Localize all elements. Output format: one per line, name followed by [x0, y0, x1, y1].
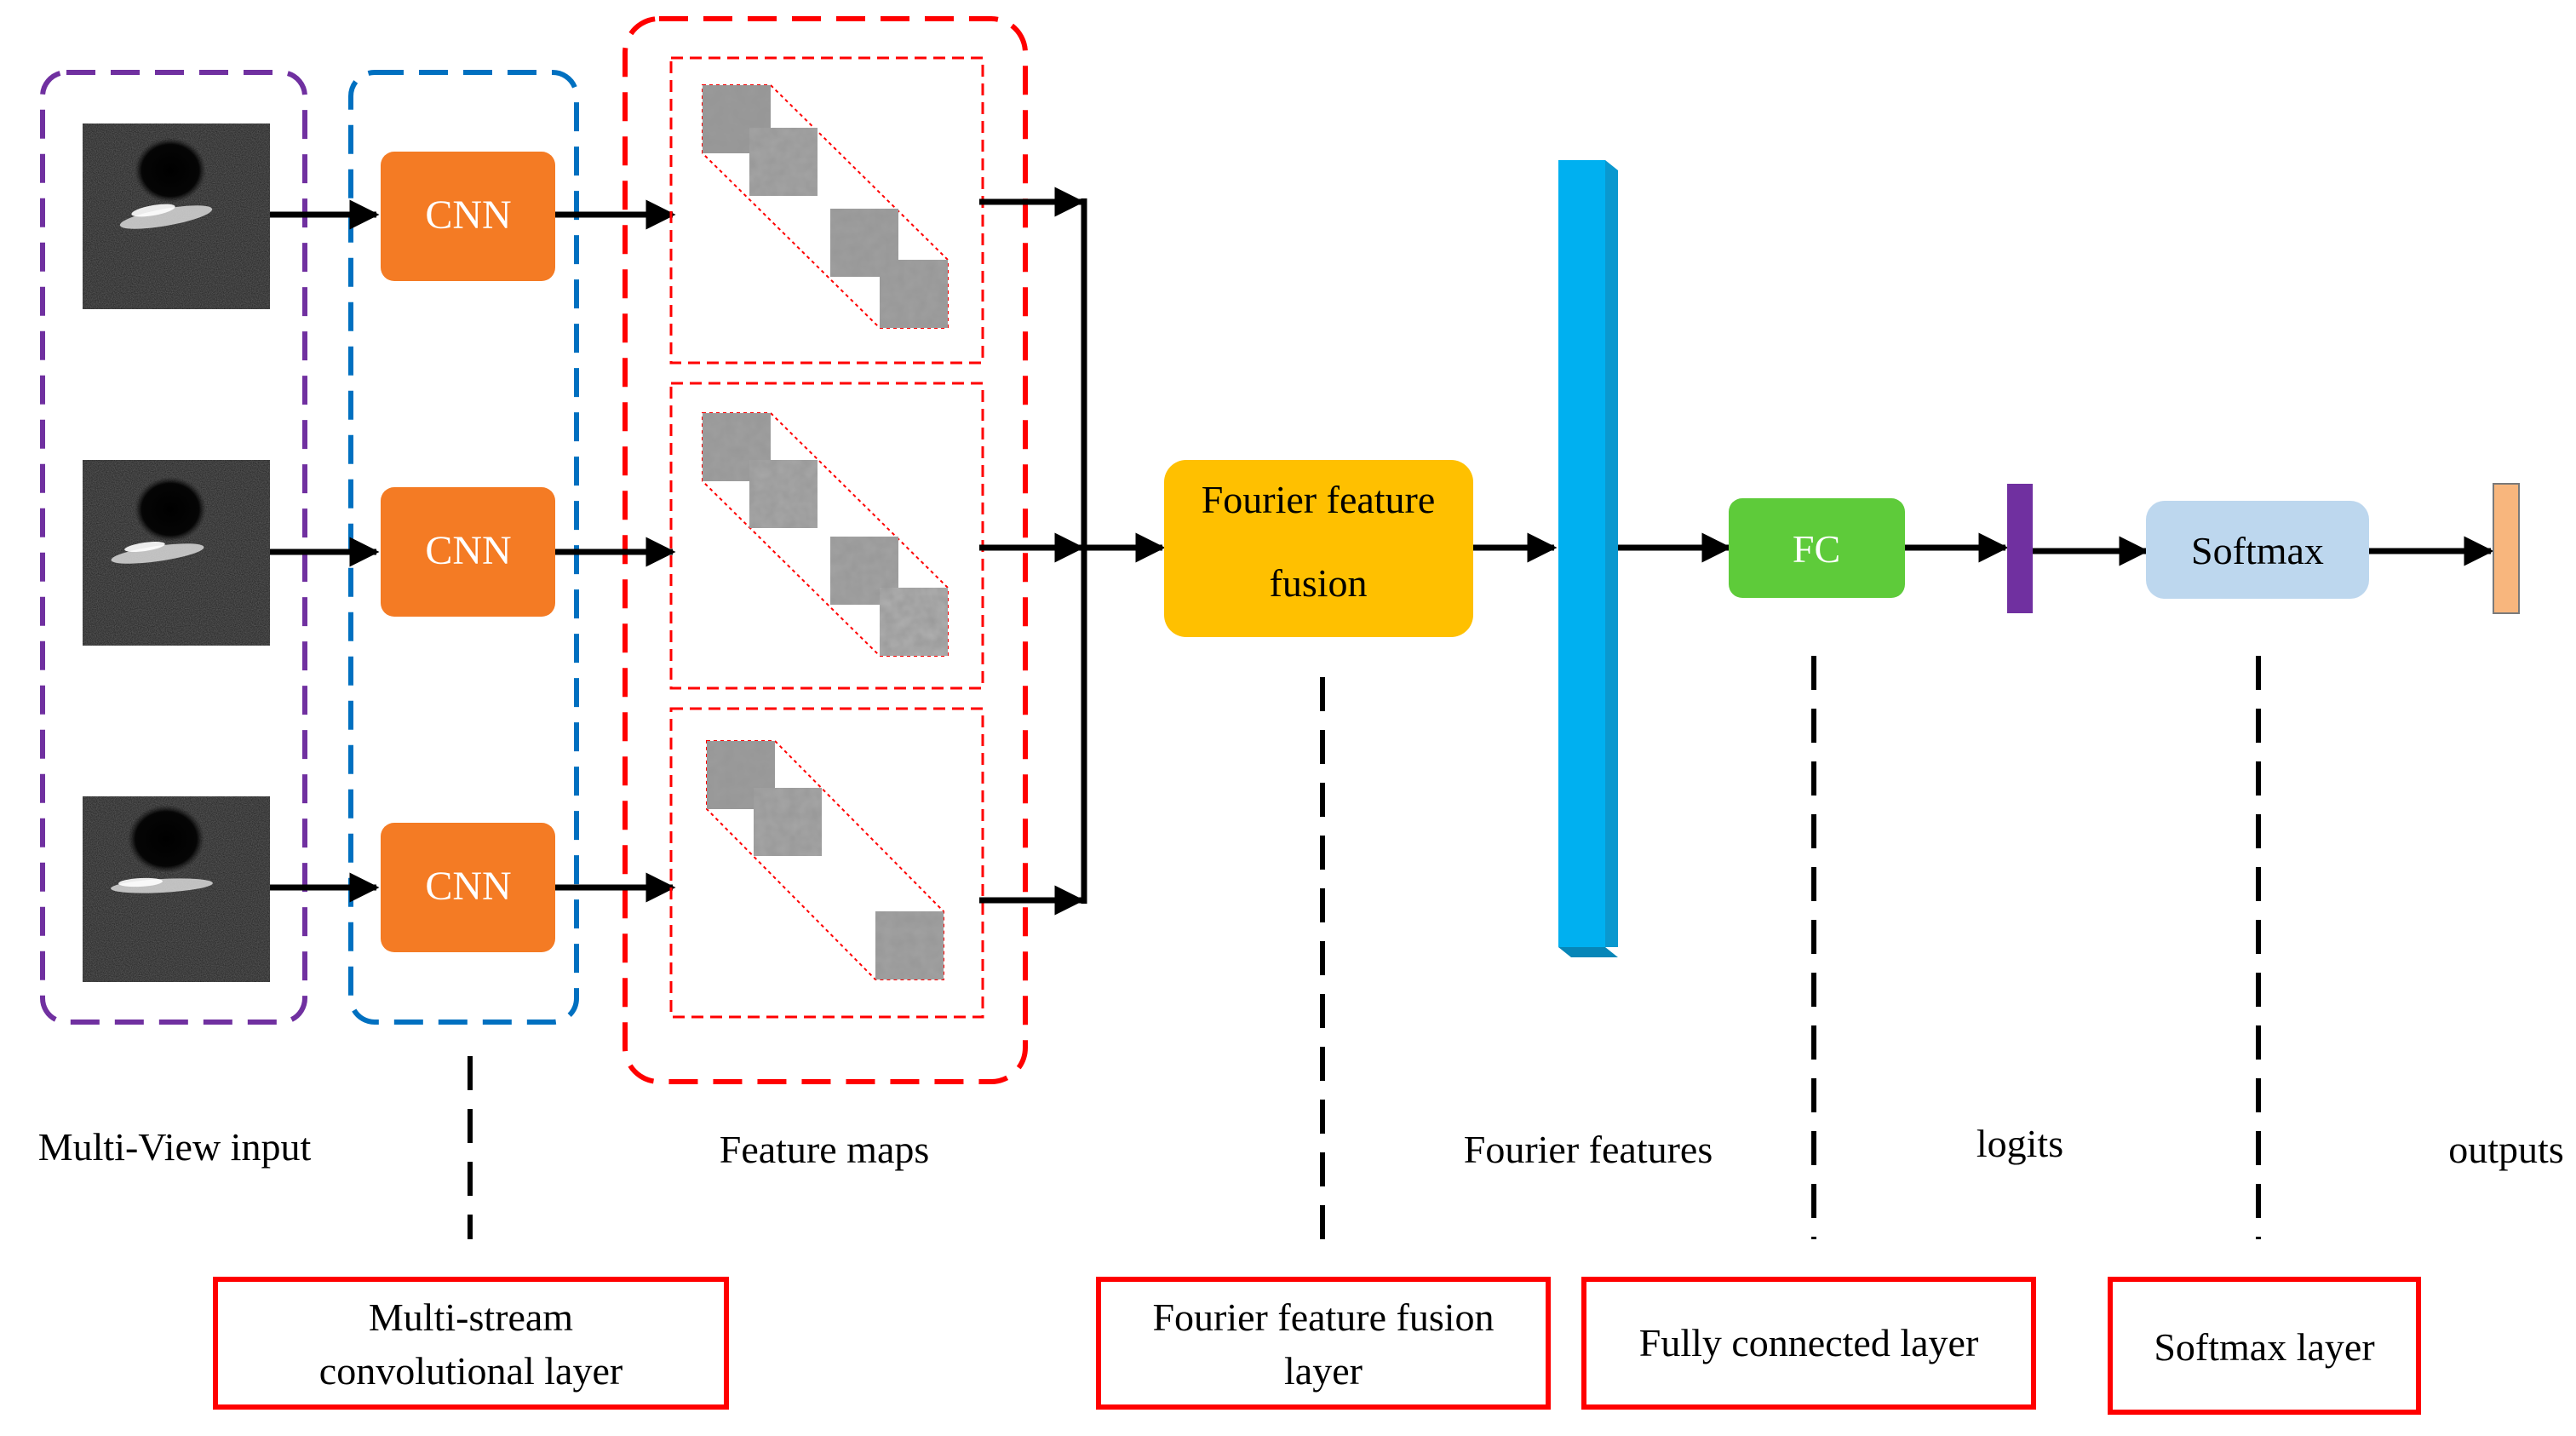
- softmax-layer-label: Softmax layer: [2154, 1325, 2374, 1369]
- fourier-features-bar: [1558, 160, 1618, 957]
- cnn-box-2: CNN: [381, 487, 555, 617]
- softmax-layer-box: Softmax layer: [2108, 1277, 2421, 1415]
- fourier-fusion-box: Fourier feature fusion: [1164, 460, 1473, 637]
- multi-stream-layer-line2: convolutional layer: [319, 1349, 622, 1393]
- fusion-layer-box: Fourier feature fusion layer: [1096, 1277, 1551, 1410]
- sar-image-view-1: [83, 123, 270, 309]
- outputs-bar: [2493, 483, 2520, 614]
- fully-connected-layer-box: Fully connected layer: [1581, 1277, 2036, 1410]
- multi-stream-layer-box: Multi-stream convolutional layer: [213, 1277, 729, 1410]
- cnn-box-1-label: CNN: [425, 192, 511, 238]
- input-group-frame: [40, 70, 307, 1025]
- outputs-label: outputs: [2448, 1128, 2563, 1171]
- feature-map-stack-2: [669, 382, 984, 690]
- multi-view-input-label: Multi-View input: [38, 1125, 312, 1169]
- fc-label: FC: [1793, 527, 1840, 571]
- feature-map-stack-1: [669, 56, 984, 365]
- logits-label: logits: [1976, 1122, 2063, 1165]
- fully-connected-layer-label: Fully connected layer: [1639, 1321, 1979, 1364]
- feature-map-stack-3: [669, 707, 984, 1019]
- multi-stream-layer-line1: Multi-stream: [369, 1295, 573, 1339]
- cnn-box-3-label: CNN: [425, 864, 511, 909]
- sar-image-view-3: [83, 796, 270, 982]
- cnn-box-2-label: CNN: [425, 528, 511, 573]
- logits-bar: [2007, 484, 2033, 613]
- fourier-fusion-label-line2: fusion: [1270, 561, 1368, 605]
- cnn-box-1: CNN: [381, 152, 555, 281]
- softmax-box: Softmax: [2146, 501, 2369, 599]
- fourier-features-label: Fourier features: [1464, 1128, 1713, 1171]
- fourier-fusion-label-line1: Fourier feature: [1202, 478, 1436, 521]
- sar-image-view-2: [83, 460, 270, 646]
- feature-maps-label: Feature maps: [720, 1128, 930, 1171]
- fusion-layer-line1: Fourier feature fusion: [1152, 1295, 1494, 1339]
- cnn-box-3: CNN: [381, 823, 555, 952]
- fc-box: FC: [1729, 498, 1905, 598]
- feature-maps-group-frame: [622, 16, 1028, 1084]
- fusion-layer-line2: layer: [1284, 1349, 1363, 1393]
- softmax-label: Softmax: [2191, 529, 2324, 572]
